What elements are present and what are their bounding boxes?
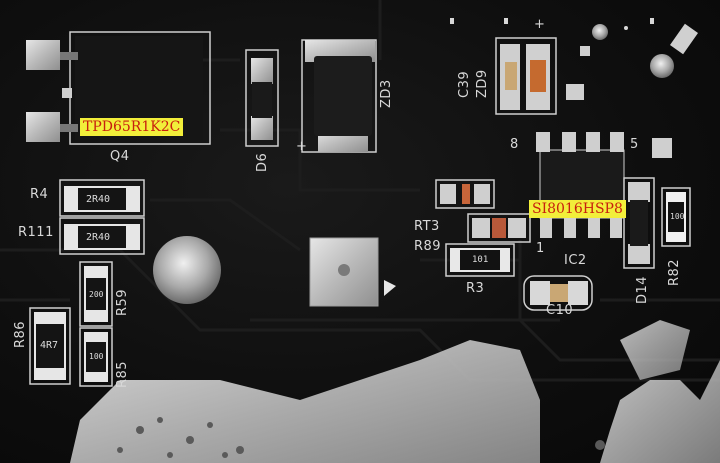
- silk-plus-zd3: +: [296, 139, 308, 154]
- r85-outline: [79, 327, 113, 387]
- r3-outline: [445, 243, 515, 277]
- zd3-body: [314, 56, 372, 136]
- small-pad-a: [580, 46, 590, 56]
- d6-pad-top: [251, 58, 273, 84]
- silk-rt3: RT3: [414, 219, 440, 234]
- r89-outline: [467, 213, 531, 243]
- c39-zd9-outline: [495, 37, 557, 115]
- ic2-pin2: [564, 218, 576, 238]
- d6-outline: [245, 49, 279, 147]
- r86-outline: [29, 307, 71, 385]
- r86-body: [36, 324, 64, 368]
- ic2-pin5: [610, 132, 624, 152]
- d14-outline: [623, 177, 655, 269]
- pour-vias: [117, 417, 605, 458]
- d14-pad-top: [628, 182, 650, 202]
- rt3-pad-b: [474, 184, 490, 204]
- r3-body: [460, 250, 500, 270]
- r86-marking: 4R7: [40, 340, 59, 351]
- copper-pour-bottom: [70, 340, 540, 463]
- square-pad-marker: [384, 280, 396, 296]
- r85-marking: 100: [89, 352, 104, 361]
- r82-marking: 100: [670, 212, 685, 221]
- silk-r3: R3: [466, 281, 485, 296]
- silk-pin5: 5: [630, 137, 639, 152]
- r4-outline: [59, 179, 145, 217]
- silk-d6: D6: [255, 152, 270, 172]
- d14-body: [630, 200, 648, 246]
- rt3-body: [462, 184, 470, 204]
- ic2-pin4: [610, 218, 622, 238]
- silk-r111: R111: [18, 225, 54, 240]
- silk-r59: R59: [115, 288, 130, 316]
- square-pad-hole: [338, 264, 350, 276]
- ic2-pin7: [562, 132, 576, 152]
- r111-outline: [59, 217, 145, 255]
- r85-body: [86, 342, 106, 372]
- rt3-outline: [435, 179, 495, 209]
- r111-marking: 2R40: [86, 232, 111, 243]
- ic2-pin3: [588, 218, 600, 238]
- q4-pad-bottom: [26, 112, 60, 142]
- silk-pin8: 8: [510, 137, 519, 152]
- large-square-pad: [309, 237, 379, 307]
- silk-zd3: ZD3: [379, 79, 394, 108]
- d14-pad-bottom: [628, 244, 650, 264]
- r59-outline: [79, 261, 113, 327]
- silk-r86: R86: [13, 320, 28, 348]
- pad-near-ic2: [652, 138, 672, 158]
- silk-r82: R82: [667, 258, 682, 286]
- ic2-pin6: [586, 132, 600, 152]
- c39-body: [505, 62, 517, 90]
- copper-pour-right: [600, 360, 720, 463]
- silk-pin1: 1: [536, 241, 545, 256]
- silk-d14: D14: [635, 275, 650, 304]
- r4-marking: 2R40: [86, 194, 111, 205]
- c10-pad-a: [530, 281, 550, 305]
- silk-dots: [450, 18, 654, 30]
- q4-pad-top: [26, 40, 60, 70]
- large-round-pad: [153, 236, 221, 304]
- silk-r89: R89: [414, 239, 442, 254]
- q4-lead-bottom: [60, 124, 78, 132]
- r89-pad-a: [472, 218, 490, 238]
- q4-lead-top: [60, 52, 78, 60]
- d6-pad-bottom: [251, 116, 273, 140]
- silk-zd9: ZD9: [475, 69, 490, 98]
- c10-body: [550, 284, 568, 302]
- c39-side-pad: [566, 84, 584, 100]
- silk-c39: C39: [457, 70, 472, 98]
- silk-ic2: IC2: [564, 253, 587, 268]
- copper-pour-blob: [620, 320, 690, 380]
- r59-body: [86, 278, 106, 310]
- silk-c10: C10: [546, 303, 574, 318]
- q4-small-pad: [62, 88, 72, 98]
- test-point-2: [650, 54, 674, 78]
- r82-outline: [661, 187, 691, 247]
- ic2-pin8: [536, 132, 550, 152]
- ic2-part-number-highlight: SI8016HSP8: [529, 200, 626, 218]
- silk-q4: Q4: [110, 149, 130, 164]
- zd9-body: [530, 60, 546, 92]
- r89-pad-b: [508, 218, 526, 238]
- r3-marking: 101: [472, 255, 489, 265]
- d6-body: [252, 82, 272, 118]
- r111-body: [78, 226, 126, 248]
- q4-part-number-highlight: TPD65R1K2C: [80, 118, 184, 136]
- angled-pad: [669, 23, 699, 55]
- r59-marking: 200: [89, 290, 104, 299]
- ic2-pin1: [540, 218, 552, 238]
- r82-body: [668, 202, 684, 232]
- test-point-1: [592, 24, 608, 40]
- c10-outline: [523, 275, 593, 311]
- silk-r85: R85: [115, 360, 130, 388]
- silk-plus-c39: +: [534, 17, 546, 32]
- r89-body: [492, 218, 506, 238]
- silk-r4: R4: [30, 187, 49, 202]
- c10-pad-b: [568, 281, 588, 305]
- r4-body: [78, 188, 126, 210]
- rt3-pad-a: [440, 184, 456, 204]
